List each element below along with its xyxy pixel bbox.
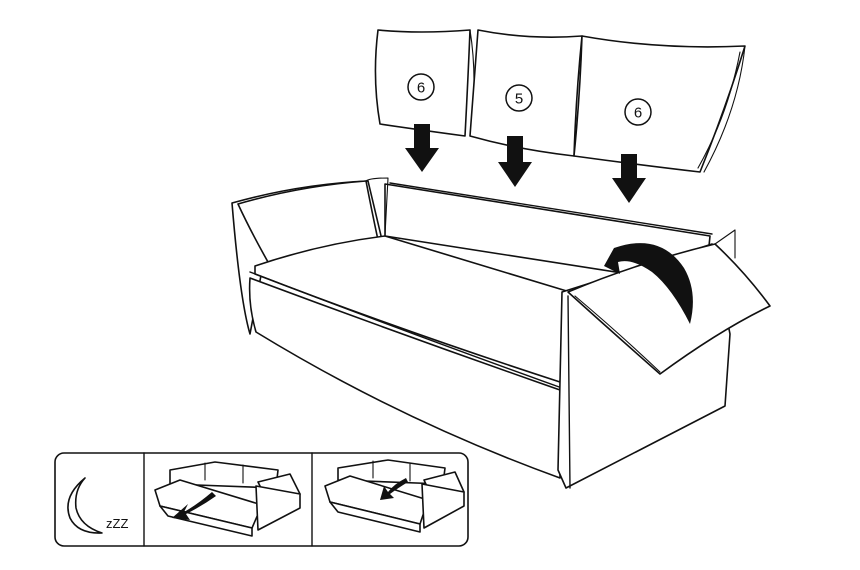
curved-arrow-icon: [380, 478, 408, 500]
down-arrows: [405, 124, 646, 203]
cushion-count-middle: 5: [515, 91, 523, 108]
sleep-mode-panel: zZZ: [54, 452, 469, 547]
curved-arrow-icon: [604, 243, 693, 324]
cushion-count-badge-left: 6: [407, 73, 435, 101]
cushion-count-left: 6: [417, 80, 425, 97]
back-cushions: 6 5 6: [374, 29, 746, 173]
crescent-moon-icon: [67, 477, 103, 534]
cushion-count-right: 6: [634, 105, 642, 122]
down-arrow-icon: [612, 154, 646, 203]
cushion-count-badge-middle: 5: [505, 84, 533, 112]
cushion-right: [573, 35, 746, 173]
sofa-step-unfold: [154, 461, 301, 537]
sofa-base: [248, 277, 561, 479]
down-arrow-icon: [498, 136, 532, 187]
sofa-step-fold: [324, 459, 465, 533]
curved-arrow-icon: [172, 492, 216, 520]
sleep-label: zZZ: [106, 516, 128, 531]
down-arrow-icon: [405, 124, 439, 172]
cushion-count-badge-right: 6: [624, 98, 652, 126]
sofa: [231, 177, 771, 489]
